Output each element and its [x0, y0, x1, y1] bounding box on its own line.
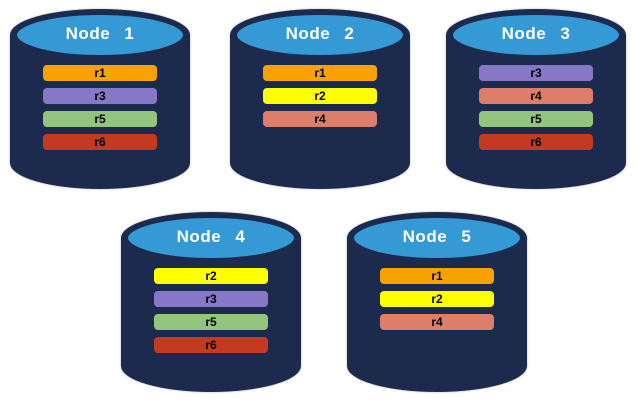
node-2: Node 2 r1 r2 r4	[230, 9, 410, 189]
replica-bar-r5: r5	[479, 111, 593, 127]
replica-list: r2 r3 r5 r6	[154, 268, 268, 360]
replica-bar-r2: r2	[380, 291, 494, 307]
node-1: Node 1 r1 r3 r5 r6	[10, 9, 190, 189]
node-5: Node 5 r1 r2 r4	[347, 212, 527, 392]
replica-bar-r1: r1	[380, 268, 494, 284]
replica-bar-r4: r4	[380, 314, 494, 330]
replica-bar-r4: r4	[479, 88, 593, 104]
node-title: Node 3	[501, 24, 571, 43]
replica-list: r1 r2 r4	[263, 65, 377, 134]
replica-bar-r1: r1	[263, 65, 377, 81]
replica-bar-r3: r3	[154, 291, 268, 307]
replica-bar-r6: r6	[43, 134, 157, 150]
node-title: Node 4	[176, 227, 246, 246]
replica-bar-r6: r6	[154, 337, 268, 353]
replica-list: r1 r3 r5 r6	[43, 65, 157, 157]
replica-list: r3 r4 r5 r6	[479, 65, 593, 157]
replica-bar-r5: r5	[154, 314, 268, 330]
replica-list: r1 r2 r4	[380, 268, 494, 337]
replica-bar-r4: r4	[263, 111, 377, 127]
replica-bar-r3: r3	[479, 65, 593, 81]
replica-bar-r5: r5	[43, 111, 157, 127]
node-title: Node 1	[65, 24, 135, 43]
replica-bar-r3: r3	[43, 88, 157, 104]
replica-bar-r2: r2	[154, 268, 268, 284]
replica-bar-r6: r6	[479, 134, 593, 150]
node-3: Node 3 r3 r4 r5 r6	[446, 9, 626, 189]
node-title: Node 5	[402, 227, 472, 246]
node-title: Node 2	[285, 24, 355, 43]
replica-bar-r1: r1	[43, 65, 157, 81]
replica-bar-r2: r2	[263, 88, 377, 104]
node-4: Node 4 r2 r3 r5 r6	[121, 212, 301, 392]
